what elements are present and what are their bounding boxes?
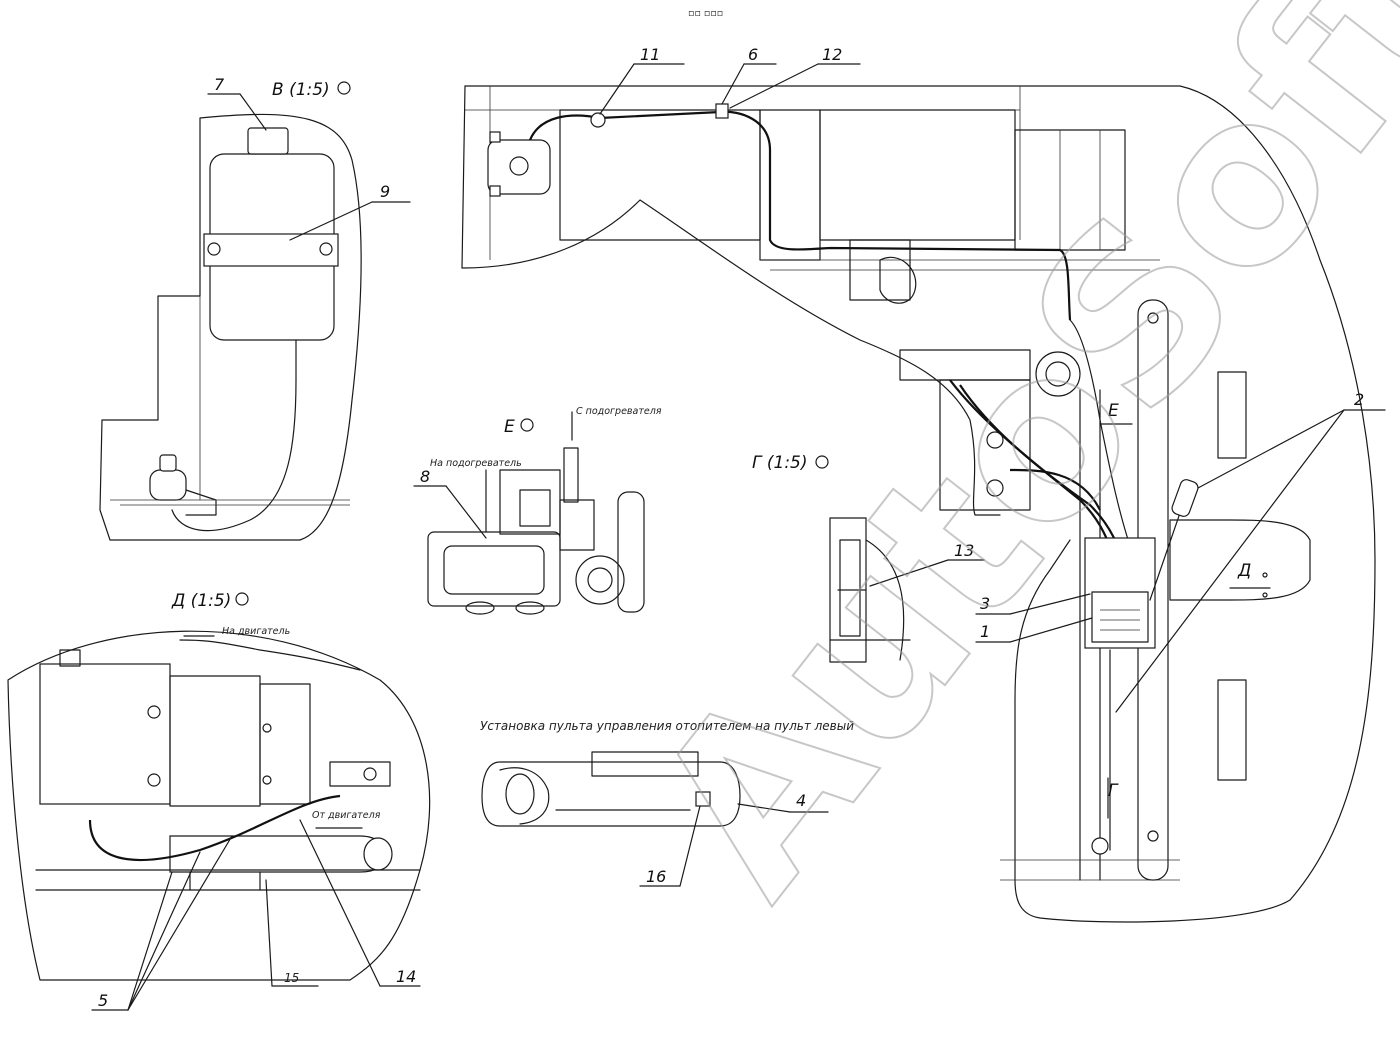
view-v-label: В (1:5)	[272, 80, 330, 100]
callout-7-number: 7	[214, 75, 225, 94]
callout-1-number: 1	[980, 622, 990, 641]
note-from-heater: С подогревателя	[576, 406, 662, 417]
callout-3-number: 3	[980, 594, 990, 613]
callout-11	[599, 63, 685, 115]
callout-9	[289, 201, 411, 241]
section-letter-g: Г	[1108, 781, 1119, 801]
callout-6-number: 6	[748, 45, 758, 64]
callout-6	[721, 63, 777, 105]
callout-4	[737, 803, 829, 813]
callout-16	[639, 805, 701, 887]
top-mark: ▫▫ ▫▫▫	[688, 8, 723, 19]
callout-13-number: 13	[954, 541, 974, 560]
callout-3	[975, 593, 1091, 615]
panel-caption: Установка пульта управления отопителем н…	[480, 719, 854, 733]
view-v-detail	[99, 113, 362, 541]
watermark: AutoSoft	[604, 0, 1400, 941]
control-panel-detail	[481, 751, 741, 827]
note-to-heater: На подогреватель	[430, 458, 522, 469]
callout-2-number: 2	[1354, 390, 1364, 409]
main-view	[461, 85, 1376, 923]
callout-15	[265, 879, 319, 987]
view-e-detail	[427, 411, 645, 615]
view-v-marker-icon	[337, 81, 351, 95]
callout-8	[413, 485, 487, 539]
callout-11-number: 11	[640, 45, 660, 64]
callout-9-number: 9	[380, 182, 390, 201]
view-g-label: Г (1:5)	[752, 453, 808, 473]
callout-7	[207, 93, 267, 131]
callout-13	[869, 559, 985, 587]
callout-12	[299, 819, 421, 987]
callout-1	[975, 617, 1093, 643]
view-e-label: Е	[504, 417, 515, 437]
view-d-marker-icon	[235, 592, 249, 606]
callout-12-number: 14	[396, 967, 416, 986]
section-letter-d: Д	[1237, 561, 1251, 581]
callout-4-number: 4	[796, 791, 806, 810]
view-d-label: Д (1:5)	[171, 591, 231, 611]
view-g-marker-icon	[815, 455, 829, 469]
view-g-detail	[829, 517, 911, 663]
note-from-engine: От двигателя	[312, 810, 381, 821]
callout-15-number: 15	[284, 971, 299, 985]
section-letter-e: Е	[1108, 401, 1119, 421]
callout-16-number: 16	[646, 867, 666, 886]
callout-8-number: 8	[420, 467, 430, 486]
note-to-engine: На двигатель	[222, 626, 290, 637]
callout-5	[91, 835, 233, 1011]
view-e-marker-icon	[520, 418, 534, 432]
callout-14-number: 12	[822, 45, 842, 64]
callout-14	[729, 63, 861, 109]
callout-2	[1115, 409, 1386, 713]
callout-5-number: 5	[98, 991, 108, 1010]
view-d-detail	[7, 630, 431, 981]
